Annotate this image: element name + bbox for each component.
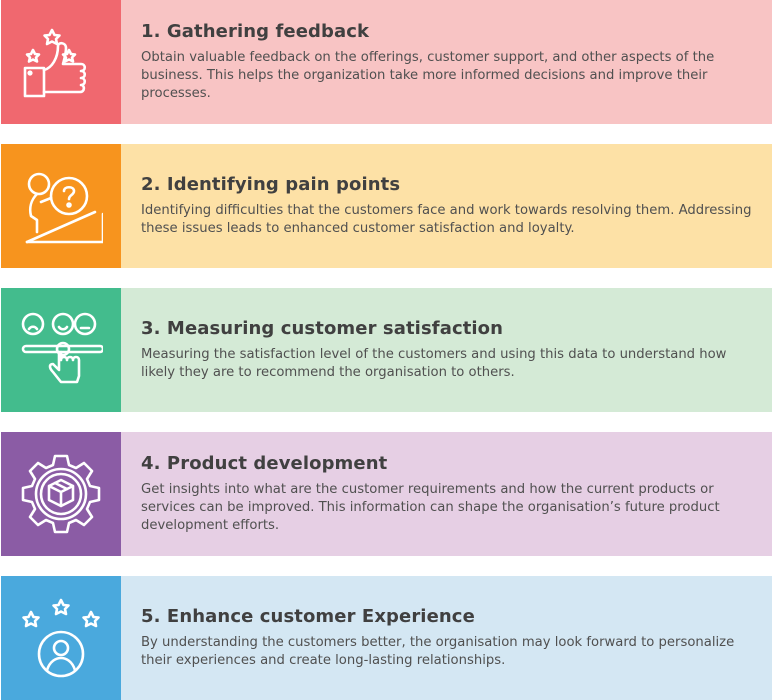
item-title: 3. Measuring customer satisfaction <box>141 318 504 339</box>
gear-box-icon <box>1 432 121 556</box>
item-title: 5. Enhance customer Experience <box>141 606 475 627</box>
item-description: Identifying difficulties that the custom… <box>141 203 752 236</box>
item-title: 2. Identifying pain points <box>141 174 401 195</box>
item-description: Get insights into what are the customer … <box>141 482 720 533</box>
item-description: Obtain valuable feedback on the offering… <box>141 50 715 101</box>
item-description: By understanding the customers better, t… <box>141 635 735 668</box>
thumbs-up-stars-icon <box>1 0 121 124</box>
person-pushing-question-icon <box>1 144 121 268</box>
item-description: Measuring the satisfaction level of the … <box>141 347 727 380</box>
item-title: 1. Gathering feedback <box>141 21 370 42</box>
satisfaction-slider-icon <box>1 288 121 412</box>
item-title: 4. Product development <box>141 453 388 474</box>
user-stars-icon <box>1 576 121 700</box>
item-enhance-experience: 5. Enhance customer Experience By underst… <box>1 576 772 700</box>
